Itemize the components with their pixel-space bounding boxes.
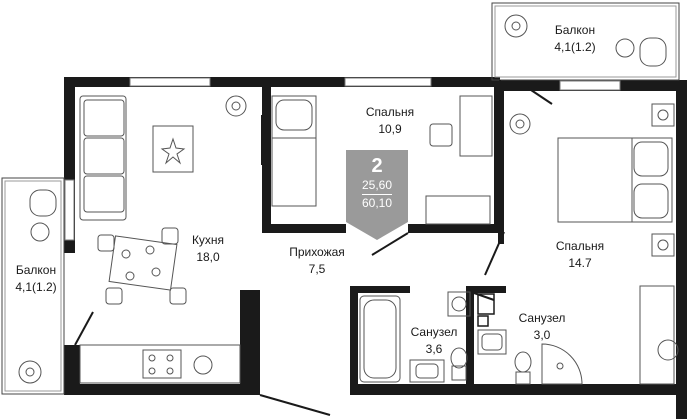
room-label-balcony-left: Балкон 4,1(1.2): [0, 262, 72, 296]
room-label-bathroom-1: Санузел 3,6: [398, 324, 470, 358]
room-name: Санузел: [410, 325, 458, 339]
room-area: 14.7: [568, 256, 592, 270]
room-label-bedroom-small: Спальня 10,9: [350, 104, 430, 138]
bed-icon: [557, 137, 673, 223]
room-name: Прихожая: [289, 245, 345, 259]
bed-icon: [271, 95, 317, 207]
badge-divider: [362, 194, 392, 195]
sofa-icon: [79, 95, 127, 221]
desk-icon: [425, 95, 493, 225]
room-name: Санузел: [518, 311, 566, 325]
room-area: 10,9: [378, 122, 402, 136]
room-area: 4,1(1.2): [554, 40, 596, 54]
kitchen-counter: [79, 344, 241, 384]
room-label-hallway: Прихожая 7,5: [275, 244, 359, 278]
room-name: Кухня: [191, 233, 225, 247]
bathtub-icon: [359, 295, 401, 383]
nightstand-icon: [651, 103, 675, 257]
room-area: 3,6: [425, 342, 443, 356]
pipe-shaft: [477, 293, 495, 327]
sink-icon: [409, 329, 507, 383]
room-area: 7,5: [308, 262, 326, 276]
plant-icon: [18, 14, 679, 384]
room-area: 4,1(1.2): [15, 280, 57, 294]
wardrobe-icon: [639, 285, 675, 385]
room-label-balcony-top: Балкон 4,1(1.2): [535, 22, 615, 56]
balcony-top: [491, 2, 680, 105]
room-count: 2: [371, 155, 383, 177]
living-area: 25,60: [361, 178, 393, 192]
room-name: Спальня: [555, 239, 605, 253]
room-name: Балкон: [15, 263, 57, 277]
total-area: 60,10: [361, 196, 393, 210]
area-badge-text: 2 25,60 60,10: [346, 150, 408, 211]
coffee-table-icon: [152, 125, 194, 173]
toilet-icon: [450, 347, 532, 385]
room-area: 18,0: [196, 250, 220, 264]
windows: [64, 77, 621, 241]
armchair-icon: [29, 37, 667, 242]
shower-icon: [541, 343, 583, 385]
room-name: Балкон: [554, 23, 596, 37]
room-label-bathroom-2: Санузел 3,0: [506, 310, 578, 344]
washer-icon: [447, 291, 471, 317]
doors: [259, 115, 505, 416]
room-area: 3,0: [533, 328, 551, 342]
area-badge: [346, 150, 408, 240]
room-label-bedroom-large: Спальня 14.7: [540, 238, 620, 272]
room-label-kitchen: Кухня 18,0: [170, 232, 246, 266]
room-name: Спальня: [365, 105, 415, 119]
balcony-left: [1, 177, 94, 395]
dining-table-icon: [97, 227, 187, 305]
